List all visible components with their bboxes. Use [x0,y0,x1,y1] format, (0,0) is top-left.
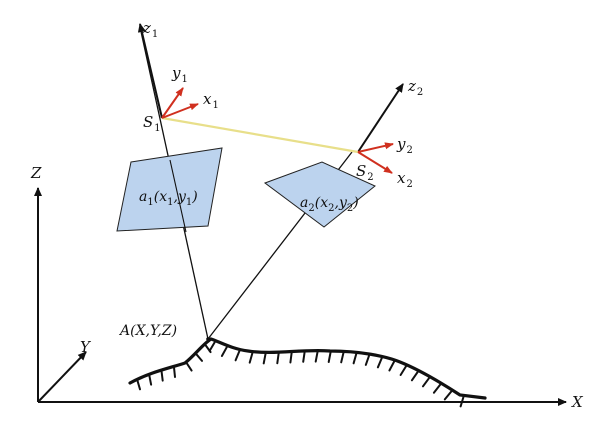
camera2-x-axis-arrow [357,151,393,174]
camera1-ray-through-plane [169,159,187,233]
terrain-hatch-tick [422,375,432,388]
terrain-hatch-tick [234,348,241,362]
ground-point-label: A(X,Y,Z) [118,323,177,339]
baseline [161,116,359,154]
image-point-a2-label: a2(x2,y2) [300,195,359,214]
camera2-x-label: x2 [397,169,413,190]
terrain-hatch-tick [172,365,176,378]
terrain-hatch-tick [208,339,217,352]
camera1-x-label: x1 [203,90,219,111]
terrain-hatch-tick [302,349,306,363]
camera2-y-label: y2 [396,135,413,156]
image-point-a1-label: a1(x1,y1) [139,189,198,208]
world-z-label: Z [30,164,42,182]
terrain-surface [128,337,487,400]
camera1-z-axis [137,23,163,119]
terrain-hatch-tick [276,351,280,365]
terrain-hatch-tick [376,355,384,369]
camera1-center-label: S1 [143,113,161,134]
camera1-y-axis-arrow [161,87,184,119]
terrain-hatch-tick [459,394,465,408]
camera1-y-label: y1 [171,64,188,85]
camera1-z-label: z1 [142,19,158,40]
terrain-hatch-tick [262,351,267,365]
terrain-hatch-tick [388,359,396,372]
terrain-hatch-tick [248,350,254,364]
ground-point-marker [206,337,210,341]
image-plane-2 [263,161,376,228]
terrain-hatch-tick [399,363,408,376]
terrain-hatch-tick [148,373,153,386]
terrain-hatch-tick [220,344,229,357]
terrain-hatch-tick [327,350,332,363]
camera2-z-label: z2 [407,77,423,98]
world-x-label: X [571,393,584,411]
terrain-hatches [136,339,465,408]
terrain-hatch-tick [289,350,293,364]
terrain-hatch-tick [432,382,443,394]
camera1-x-axis-arrow [161,103,199,119]
terrain-hatch-tick [443,389,454,401]
terrain-hatch-tick [194,352,203,362]
terrain-hatch-tick [352,351,358,365]
terrain-hatch-tick [136,378,141,391]
terrain-hatch-tick [410,369,420,382]
world-y-axis [37,351,87,403]
terrain-hatch-tick [314,349,319,363]
terrain-hatch-tick [160,369,164,382]
camera2-z-axis [357,83,404,153]
camera2-center-label: S2 [356,162,374,183]
image-plane-1 [116,147,223,232]
world-y-label: Y [80,338,92,356]
terrain-hatch-tick [364,353,371,366]
terrain-hatch-tick [185,361,193,372]
terrain-hatch-tick [340,350,345,364]
camera2-y-axis-arrow [357,142,394,153]
